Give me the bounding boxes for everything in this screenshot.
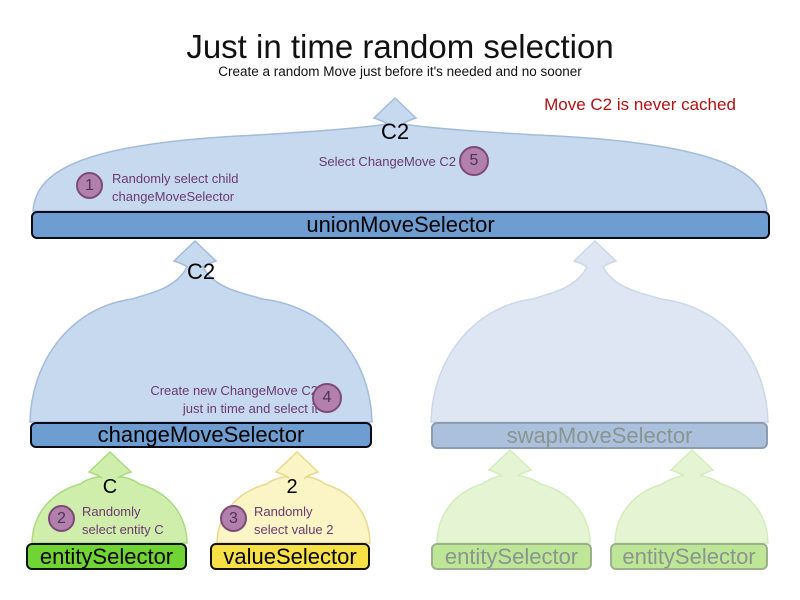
step-5-badge: 5 [459, 146, 489, 176]
value-arrow-label: 2 [286, 476, 298, 498]
page-title: Just in time random selection [186, 28, 614, 65]
entity-arrow-label: C [102, 476, 118, 498]
value-selector-bar: valueSelector [210, 543, 370, 570]
cache-note: Move C2 is never cached [544, 95, 736, 114]
entity-faded-1-input-arrow [436, 448, 591, 544]
entity-selector-faded-1-label: entitySelector [444, 543, 579, 569]
swap-move-selector-label: swapMoveSelector [506, 422, 693, 448]
step-2-text: Randomly select entity C [82, 504, 164, 537]
entity-selector-bar: entitySelector [26, 543, 187, 570]
step-1-badge: 1 [76, 172, 103, 199]
entity-selector-label: entitySelector [39, 543, 174, 569]
value-selector-label: valueSelector [223, 543, 357, 569]
entity-faded-2-input-arrow [614, 448, 769, 544]
union-move-selector-bar: unionMoveSelector [31, 211, 770, 239]
value-input-arrow [216, 450, 371, 544]
union-arrow-label: C2 [380, 119, 410, 144]
entity-selector-faded-2-label: entitySelector [622, 543, 756, 569]
page-subtitle: Create a random Move just before it's ne… [218, 64, 582, 79]
change-input-arrow [29, 239, 373, 423]
change-arrow-label: C2 [186, 259, 216, 284]
step-5-text: Select ChangeMove C2 [318, 154, 456, 169]
change-move-selector-bar: changeMoveSelector [30, 422, 372, 448]
union-input-arrow [32, 96, 768, 212]
entity-selector-faded-2-bar: entitySelector [610, 543, 768, 570]
step-2-badge: 2 [48, 505, 75, 532]
change-move-selector-label: changeMoveSelector [97, 422, 305, 447]
swap-move-selector-bar: swapMoveSelector [431, 422, 768, 449]
step-3-badge: 3 [220, 505, 247, 532]
union-move-selector-label: unionMoveSelector [306, 212, 495, 237]
step-4-text: Create new ChangeMove C2 just in time an… [150, 383, 318, 416]
step-1-text: Randomly select child changeMoveSelector [112, 171, 239, 204]
entity-selector-faded-1-bar: entitySelector [431, 543, 592, 570]
step-4-badge: 4 [312, 383, 342, 413]
swap-input-arrow [430, 239, 769, 423]
step-3-text: Randomly select value 2 [254, 504, 334, 537]
